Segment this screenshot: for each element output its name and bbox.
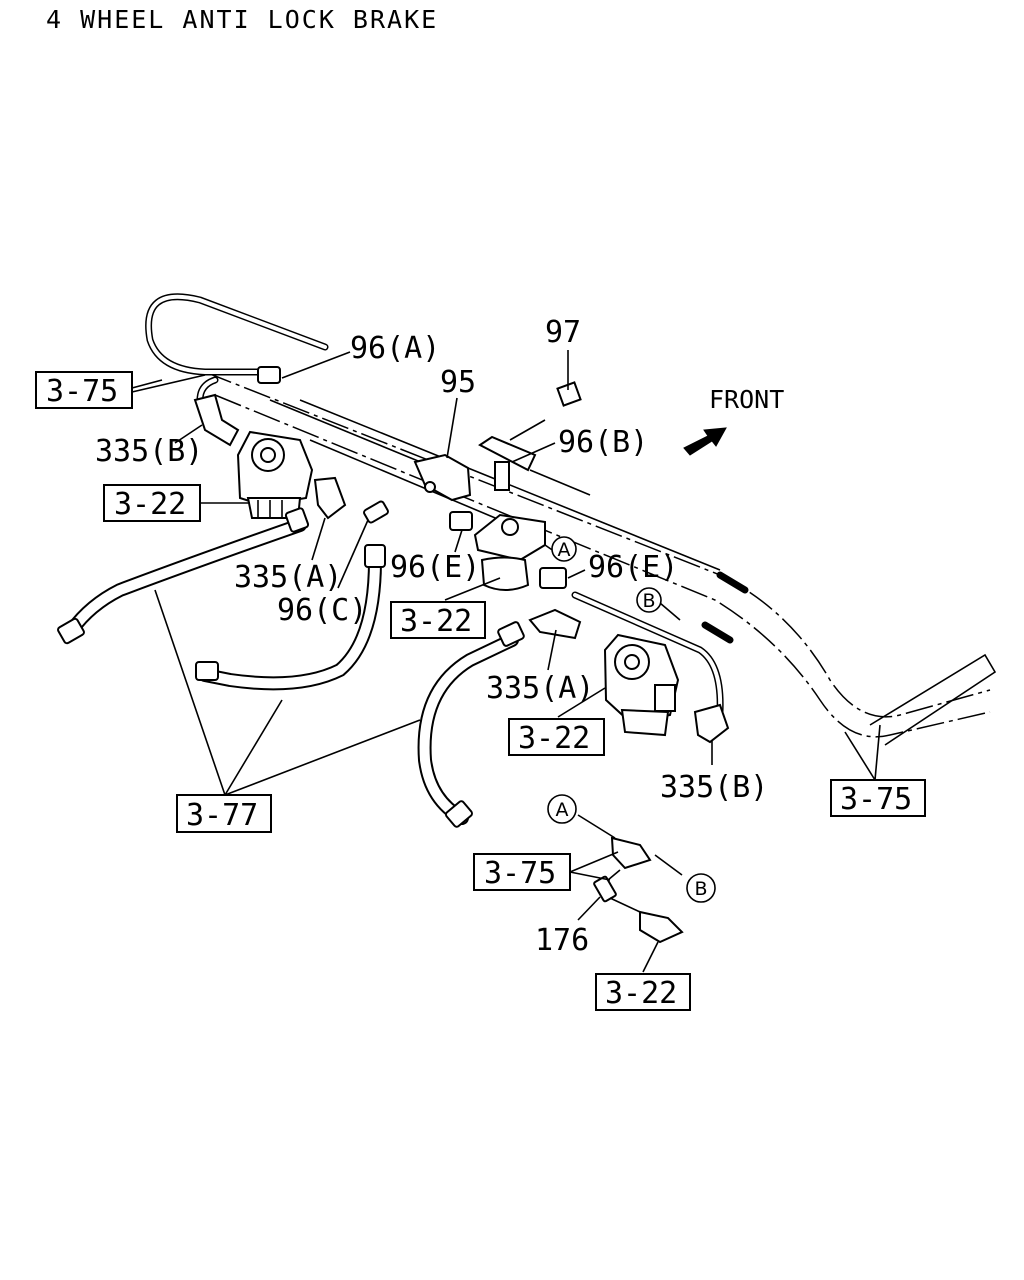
label-335b-top: 335(B) xyxy=(95,434,203,469)
relay-valve xyxy=(473,513,546,591)
marker-a-bottom: A xyxy=(547,794,577,824)
front-label: FRONT xyxy=(709,385,784,414)
label-96b: 96(B) xyxy=(558,425,648,460)
diagram-title: 4 WHEEL ANTI LOCK BRAKE xyxy=(46,5,438,34)
brake-tubes xyxy=(145,293,749,716)
ref-box-3-75-right: 3-75 xyxy=(830,779,926,817)
front-arrow: FRONT xyxy=(683,385,784,456)
label-96e-right: 96(E) xyxy=(588,550,678,585)
svg-text:3-22: 3-22 xyxy=(605,976,677,1011)
ref-box-3-22-bottom: 3-22 xyxy=(595,973,691,1011)
circle-markers: A B A B xyxy=(547,536,716,903)
fitting-95 xyxy=(413,453,472,502)
ref-box-3-77: 3-77 xyxy=(176,794,272,833)
svg-text:3-22: 3-22 xyxy=(114,487,186,522)
svg-text:3-75: 3-75 xyxy=(46,374,118,409)
marker-b-top: B xyxy=(636,587,662,613)
small-tee-assembly xyxy=(577,814,684,944)
label-335b-bottom: 335(B) xyxy=(660,770,768,805)
tee-fitting xyxy=(478,381,582,491)
svg-text:3-77: 3-77 xyxy=(186,798,258,833)
ref-box-3-22-center: 3-22 xyxy=(390,601,486,639)
ref-box-3-75-bottom: 3-75 xyxy=(473,853,571,891)
abs-modulator-left xyxy=(236,430,314,519)
ref-box-3-22-mid: 3-22 xyxy=(508,718,605,756)
svg-text:3-75: 3-75 xyxy=(840,782,912,817)
abs-modulator-right xyxy=(603,633,680,737)
connector-fittings xyxy=(57,366,730,828)
svg-text:B: B xyxy=(694,878,707,900)
label-176: 176 xyxy=(535,923,589,958)
svg-text:A: A xyxy=(558,539,571,561)
label-95: 95 xyxy=(440,365,476,400)
ref-box-3-75-top: 3-75 xyxy=(35,371,133,409)
svg-text:3-22: 3-22 xyxy=(400,604,472,639)
label-96a: 96(A) xyxy=(350,331,440,366)
marker-b-bottom: B xyxy=(686,873,716,903)
svg-text:3-22: 3-22 xyxy=(518,721,590,756)
svg-text:A: A xyxy=(556,799,569,821)
svg-text:B: B xyxy=(642,590,655,612)
flexible-hoses xyxy=(65,518,519,825)
label-335a-mid: 335(A) xyxy=(486,671,594,706)
marker-a-top: A xyxy=(551,536,577,562)
label-96c: 96(C) xyxy=(277,593,367,628)
ref-box-3-22-left: 3-22 xyxy=(103,484,201,522)
callout-labels: 97 96(A) 95 96(B) 335(B) 335(A) 96(C) 96… xyxy=(95,315,768,958)
leader-lines xyxy=(131,350,881,973)
label-335a-left: 335(A) xyxy=(234,560,342,595)
svg-text:3-75: 3-75 xyxy=(484,856,556,891)
label-97: 97 xyxy=(545,315,581,350)
reference-boxes: 3-75 3-22 3-22 3-22 3-77 3-75 3-75 3-22 xyxy=(35,371,926,1011)
label-96e-left: 96(E) xyxy=(390,550,480,585)
